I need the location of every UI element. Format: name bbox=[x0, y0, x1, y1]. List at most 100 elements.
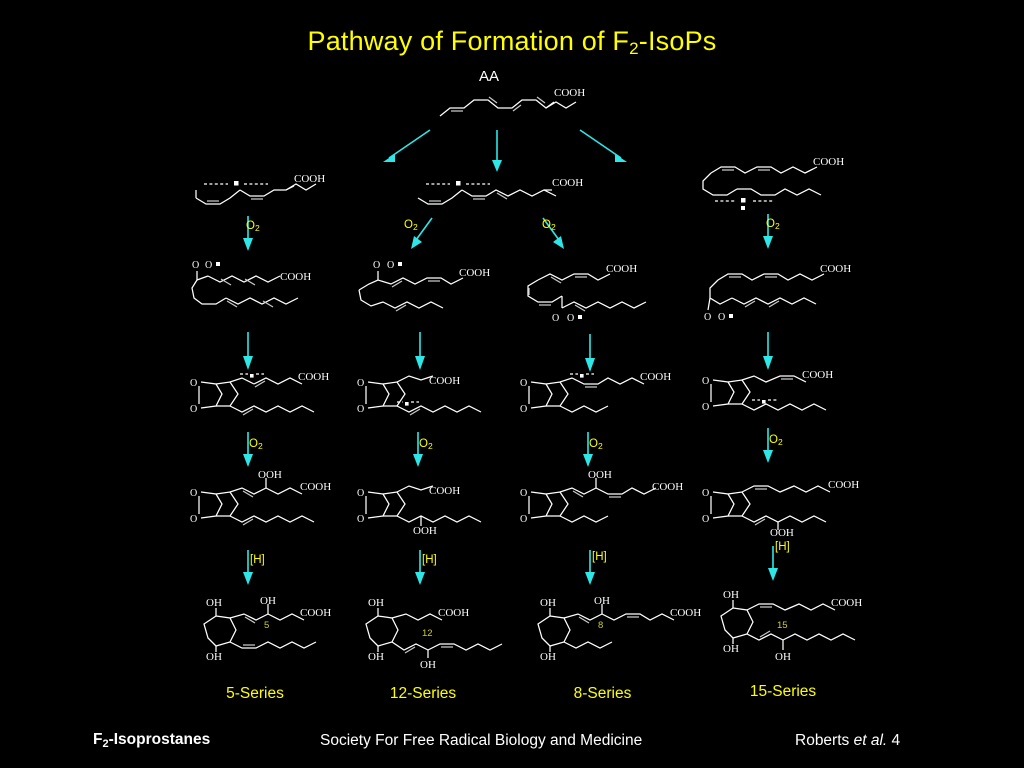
atom-label-o: O bbox=[552, 313, 559, 324]
structure-endoperoxide-col1: O O COOH bbox=[188, 370, 348, 422]
structure-arachidonic-acid: COOH bbox=[432, 87, 592, 126]
atom-label-cooh: COOH bbox=[802, 369, 833, 381]
structure-endoperoxide-col3: O O COOH bbox=[518, 370, 688, 422]
atom-label-cooh: COOH bbox=[606, 263, 637, 275]
atom-label-o: O bbox=[357, 404, 364, 415]
structure-product-col2: OH OH COOH OH 12 bbox=[358, 592, 533, 671]
arrow-o2-col2 bbox=[411, 217, 433, 249]
atom-label-o: O bbox=[373, 260, 380, 271]
atom-label-cooh: COOH bbox=[828, 479, 859, 491]
atom-label-ooh: OOH bbox=[588, 469, 612, 481]
arrow-o2b-col4 bbox=[763, 428, 773, 463]
atom-label-o: O bbox=[357, 514, 364, 525]
arrow-label-o2-col3: O2 bbox=[542, 219, 556, 232]
atom-label-oh: OH bbox=[420, 659, 436, 671]
structure-hydroperoxide-col2: O O OOH COOH bbox=[355, 474, 520, 537]
structure-radical-col1: COOH bbox=[190, 170, 340, 212]
atom-label-cooh: COOH bbox=[280, 271, 311, 283]
atom-label-oh: OH bbox=[540, 597, 556, 609]
arrow-label-o2b-col1: O2 bbox=[249, 438, 263, 451]
atom-label-cooh: COOH bbox=[640, 371, 671, 383]
series-label-12: 12-Series bbox=[389, 685, 457, 702]
structure-product-col3: OH OH OH 8 COOH bbox=[522, 590, 702, 663]
arrow-reduction-col1 bbox=[243, 550, 253, 585]
atom-label-ooh: OOH bbox=[258, 469, 282, 481]
title-tail: -IsoPs bbox=[638, 26, 717, 56]
structure-endoperoxide-col2: O O COOH bbox=[355, 370, 515, 422]
structure-peroxyl-col2: O O COOH bbox=[355, 258, 520, 318]
arrow-o2b-col3 bbox=[583, 432, 593, 467]
arrow-reduction-col3 bbox=[585, 550, 595, 585]
structure-hydroperoxide-col3: O O OOH COOH bbox=[518, 469, 693, 532]
atom-label-cooh: COOH bbox=[294, 173, 325, 185]
arrow-label-h-col1: [H] bbox=[250, 554, 265, 566]
arrow-cyclize-col1 bbox=[243, 332, 253, 370]
atom-label-cooh: COOH bbox=[813, 156, 844, 168]
atom-label-oh: OH bbox=[206, 597, 222, 609]
footer-page-number: 4 bbox=[887, 732, 901, 749]
atom-label-cooh: COOH bbox=[300, 607, 331, 619]
atom-label-o2: O bbox=[718, 312, 725, 323]
atom-label-o: O bbox=[190, 404, 197, 415]
arrow-cyclize-col2 bbox=[415, 332, 425, 370]
atom-label-o2: O bbox=[567, 313, 574, 324]
position-number-label: 15 bbox=[777, 620, 788, 631]
footer-right: Roberts et al. 4 bbox=[795, 732, 900, 750]
page-title: Pathway of Formation of F2-IsoPs bbox=[0, 26, 1024, 59]
structure-hydroperoxide-col1: O O OOH COOH bbox=[188, 469, 353, 532]
arrow-reduction-col2 bbox=[415, 550, 425, 585]
atom-label-o: O bbox=[190, 488, 197, 499]
branch-arrows-from-aa bbox=[383, 129, 627, 172]
structure-product-col1: OH OH OH 5 COOH bbox=[188, 592, 358, 663]
atom-label-o: O bbox=[190, 514, 197, 525]
atom-label-oh: OH bbox=[368, 651, 384, 663]
arrow-label-o2b-col2: O2 bbox=[419, 438, 433, 451]
arrow-o2-col1 bbox=[243, 216, 253, 251]
atom-label-cooh: COOH bbox=[820, 263, 851, 275]
footer-etal: et al. bbox=[853, 732, 888, 749]
atom-label-o: O bbox=[520, 378, 527, 389]
footer-author: Roberts bbox=[795, 732, 854, 749]
footer-left: F2-Isoprostanes bbox=[93, 731, 211, 750]
atom-label-oh: OH bbox=[368, 597, 384, 609]
atom-label-o: O bbox=[357, 488, 364, 499]
arrow-reduction-col4 bbox=[768, 546, 778, 581]
atom-label-cooh: COOH bbox=[429, 485, 460, 497]
atom-label-oh: OH bbox=[594, 595, 610, 607]
atom-label-cooh: COOH bbox=[554, 87, 585, 99]
structure-product-col4: OH OH COOH OH 15 bbox=[705, 584, 885, 663]
substrate-label-aa: AA bbox=[479, 68, 500, 85]
atom-label-oh: OH bbox=[540, 651, 556, 663]
footer-center: Society For Free Radical Biology and Med… bbox=[320, 732, 643, 749]
title-subscript: 2 bbox=[629, 39, 639, 58]
atom-label-ooh: OOH bbox=[413, 525, 437, 537]
arrow-o2-col3 bbox=[542, 217, 564, 249]
arrow-label-o2-col1: O2 bbox=[246, 220, 260, 233]
atom-label-oh: OH bbox=[775, 651, 791, 663]
atom-label-o: O bbox=[702, 376, 709, 387]
atom-label-o: O bbox=[704, 312, 711, 323]
atom-label-o2: O bbox=[205, 260, 212, 271]
atom-label-cooh: COOH bbox=[831, 597, 862, 609]
atom-label-o: O bbox=[192, 260, 199, 271]
atom-label-cooh: COOH bbox=[300, 481, 331, 493]
atom-label-cooh: COOH bbox=[552, 177, 583, 189]
structure-peroxyl-col4: O O COOH bbox=[700, 262, 865, 324]
atom-label-cooh: COOH bbox=[298, 371, 329, 383]
atom-label-o: O bbox=[520, 488, 527, 499]
arrow-label-o2-col2: O2 bbox=[404, 219, 418, 232]
atom-label-oh: OH bbox=[206, 651, 222, 663]
atom-label-cooh: COOH bbox=[670, 607, 701, 619]
arrow-o2b-col1 bbox=[243, 432, 253, 467]
atom-label-oh: OH bbox=[723, 643, 739, 655]
atom-label-o: O bbox=[520, 514, 527, 525]
atom-label-cooh: COOH bbox=[438, 607, 469, 619]
atom-label-oh: OH bbox=[260, 595, 276, 607]
arrow-cyclize-col4 bbox=[763, 332, 773, 370]
arrow-label-o2-col4: O2 bbox=[766, 218, 780, 231]
atom-label-o: O bbox=[190, 378, 197, 389]
structure-radical-col4: COOH bbox=[695, 155, 860, 210]
atom-label-cooh: COOH bbox=[429, 375, 460, 387]
atom-label-o: O bbox=[357, 378, 364, 389]
